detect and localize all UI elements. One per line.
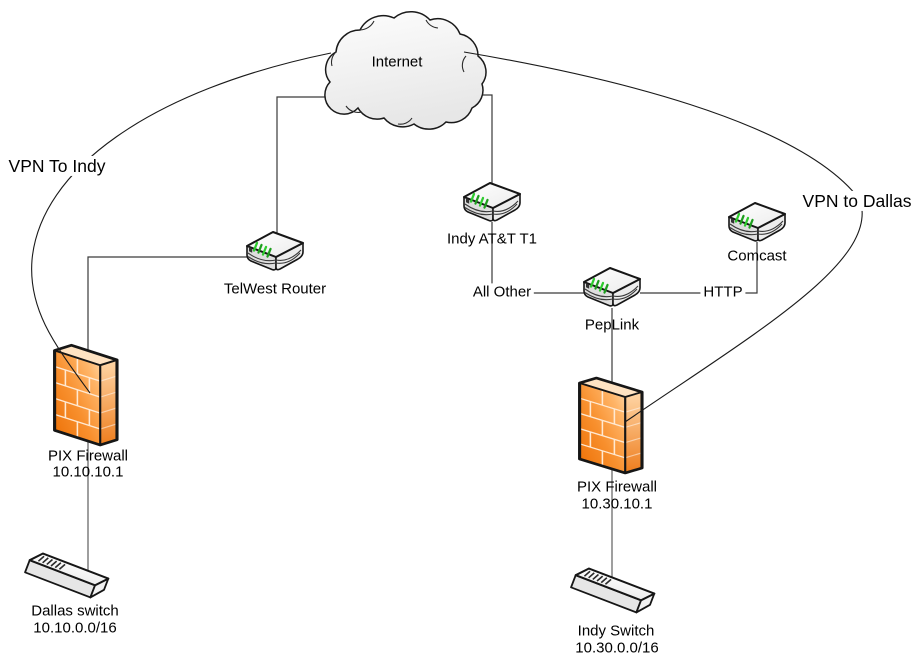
label-http: HTTP bbox=[700, 283, 746, 301]
label-internet: Internet bbox=[371, 53, 423, 71]
label-peplink: PepLink bbox=[584, 316, 640, 334]
label-telwest-router: TelWest Router bbox=[223, 280, 327, 298]
label-indy-att-t1: Indy AT&T T1 bbox=[446, 230, 538, 248]
label-indy-switch-name: Indy Switch bbox=[577, 622, 655, 640]
connector-telwest-pix-dallas bbox=[87, 256, 248, 350]
label-pix-dallas-name: PIX Firewall bbox=[47, 447, 129, 465]
label-vpn-to-indy: VPN To Indy bbox=[5, 155, 109, 177]
label-indy-switch-subnet: 10.30.0.0/16 bbox=[575, 639, 659, 657]
connector-peplink-comcast bbox=[640, 242, 758, 294]
cloud-inner-curls bbox=[330, 19, 467, 125]
label-pix-dallas-ip: 10.10.10.1 bbox=[52, 463, 124, 481]
node-indy-att-t1 bbox=[462, 181, 522, 223]
node-telwest-router bbox=[245, 230, 305, 272]
label-comcast: Comcast bbox=[727, 247, 787, 265]
vpn-arc-to-indy bbox=[31, 52, 332, 394]
node-dallas-switch bbox=[24, 548, 110, 603]
connector-internet-telwest bbox=[276, 96, 325, 246]
node-comcast bbox=[727, 201, 787, 243]
cloud-icon bbox=[324, 10, 487, 130]
label-all-other: All Other bbox=[469, 283, 535, 301]
label-vpn-to-dallas: VPN to Dallas bbox=[799, 190, 912, 212]
label-pix-indy-ip: 10.30.10.1 bbox=[581, 495, 653, 513]
label-pix-indy-name: PIX Firewall bbox=[576, 478, 658, 496]
node-peplink bbox=[582, 266, 642, 308]
internet-cloud bbox=[324, 10, 487, 130]
label-dallas-switch-name: Dallas switch bbox=[31, 602, 119, 620]
connectors bbox=[87, 94, 758, 580]
label-dallas-switch-subnet: 10.10.0.0/16 bbox=[33, 619, 117, 637]
node-pix-firewall-dallas bbox=[53, 343, 119, 447]
node-pix-firewall-indy bbox=[578, 376, 644, 475]
